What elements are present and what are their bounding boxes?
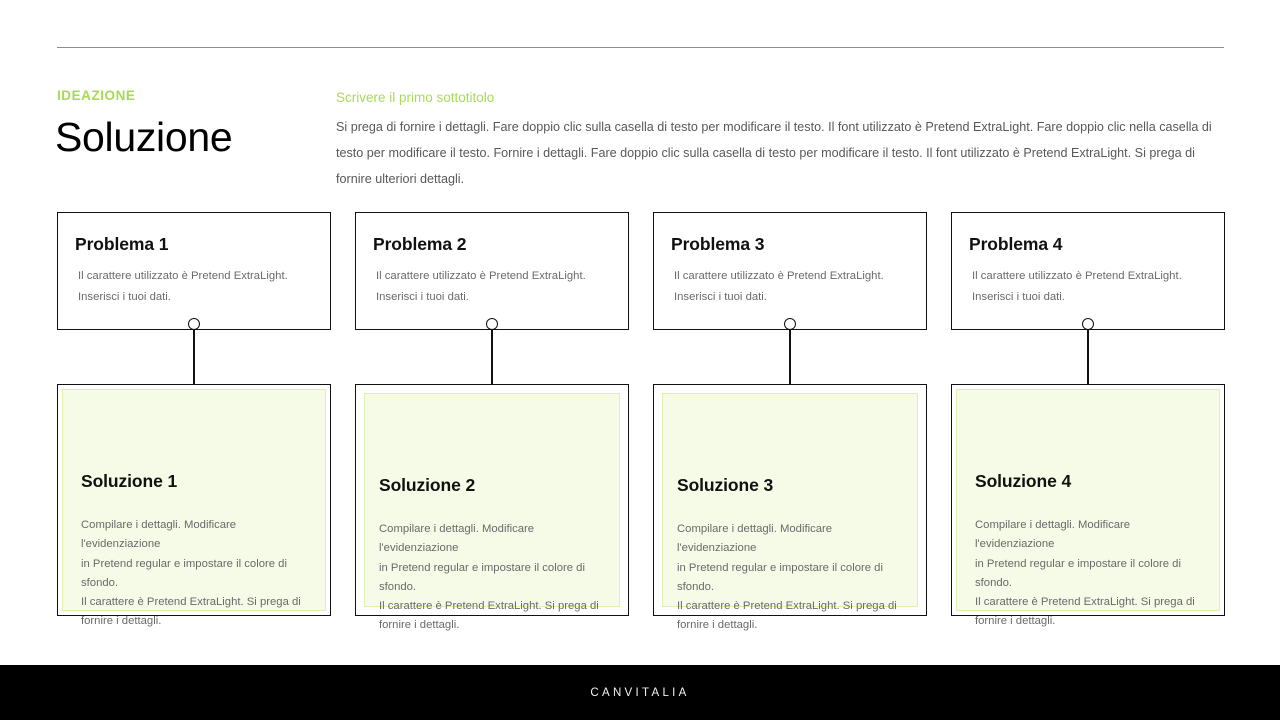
problem-body-line: Inserisci i tuoi dati. bbox=[972, 291, 1065, 303]
solution-card-4[interactable]: Soluzione 4 Compilare i dettagli. Modifi… bbox=[951, 384, 1225, 627]
solution-body-line: in Pretend regular e impostare il colore… bbox=[975, 557, 1181, 589]
problem-title-1: Problema 1 bbox=[75, 234, 169, 254]
solution-fill: Soluzione 2 Compilare i dettagli. Modifi… bbox=[364, 393, 620, 631]
solution-body-line: in Pretend regular e impostare il colore… bbox=[379, 561, 585, 593]
problem-body-line: Il carattere utilizzato è Pretend ExtraL… bbox=[674, 270, 884, 282]
problem-card-2[interactable]: Problema 2 Il carattere utilizzato è Pre… bbox=[355, 212, 629, 330]
column-2: Problema 2 Il carattere utilizzato è Pre… bbox=[355, 212, 629, 631]
solution-fill: Soluzione 3 Compilare i dettagli. Modifi… bbox=[662, 393, 918, 631]
connector-line bbox=[491, 321, 493, 411]
column-1: Problema 1 Il carattere utilizzato è Pre… bbox=[57, 212, 331, 627]
problem-solution-columns: Problema 1 Il carattere utilizzato è Pre… bbox=[57, 212, 1225, 631]
solution-body-4: Compilare i dettagli. Modificare l'evide… bbox=[975, 516, 1211, 632]
solution-title-4: Soluzione 4 bbox=[975, 471, 1072, 491]
connector-line bbox=[1087, 321, 1089, 411]
problem-body-1: Il carattere utilizzato è Pretend ExtraL… bbox=[78, 266, 322, 308]
solution-fill: Soluzione 1 Compilare i dettagli. Modifi… bbox=[62, 389, 326, 627]
solution-body-line: Il carattere è Pretend ExtraLight. Si pr… bbox=[379, 600, 599, 613]
problem-title-4: Problema 4 bbox=[969, 234, 1063, 254]
solution-body-line: fornire i dettagli. bbox=[81, 615, 162, 628]
problem-body-line: Inserisci i tuoi dati. bbox=[78, 291, 171, 303]
problem-card-4[interactable]: Problema 4 Il carattere utilizzato è Pre… bbox=[951, 212, 1225, 330]
problem-body-line: Inserisci i tuoi dati. bbox=[376, 291, 469, 303]
solution-body-line: Il carattere è Pretend ExtraLight. Si pr… bbox=[677, 600, 897, 613]
solution-body-line: Il carattere è Pretend ExtraLight. Si pr… bbox=[81, 596, 301, 609]
header-divider bbox=[57, 47, 1224, 48]
solution-card-1[interactable]: Soluzione 1 Compilare i dettagli. Modifi… bbox=[57, 384, 331, 627]
problem-body-3: Il carattere utilizzato è Pretend ExtraL… bbox=[674, 266, 918, 308]
column-3: Problema 3 Il carattere utilizzato è Pre… bbox=[653, 212, 927, 631]
solution-card-2[interactable]: Soluzione 2 Compilare i dettagli. Modifi… bbox=[355, 384, 629, 631]
problem-body-2: Il carattere utilizzato è Pretend ExtraL… bbox=[376, 266, 620, 308]
circle-node-icon bbox=[1082, 318, 1094, 330]
solution-body-line: fornire i dettagli. bbox=[677, 619, 758, 632]
solution-body-line: in Pretend regular e impostare il colore… bbox=[677, 561, 883, 593]
column-4: Problema 4 Il carattere utilizzato è Pre… bbox=[951, 212, 1225, 627]
solution-body-line: Compilare i dettagli. Modificare l'evide… bbox=[975, 519, 1131, 551]
page-footer: CANVITALIA bbox=[0, 665, 1280, 720]
solution-body-1: Compilare i dettagli. Modificare l'evide… bbox=[81, 516, 317, 632]
solution-body-line: Compilare i dettagli. Modificare l'evide… bbox=[677, 523, 833, 555]
solution-body-3: Compilare i dettagli. Modificare l'evide… bbox=[677, 520, 913, 636]
problem-body-line: Il carattere utilizzato è Pretend ExtraL… bbox=[972, 270, 1182, 282]
solution-body-line: Compilare i dettagli. Modificare l'evide… bbox=[379, 523, 535, 555]
circle-node-icon bbox=[486, 318, 498, 330]
section-subtitle: Scrivere il primo sottotitolo bbox=[336, 90, 495, 105]
problem-card-1[interactable]: Problema 1 Il carattere utilizzato è Pre… bbox=[57, 212, 331, 330]
intro-paragraph: Si prega di fornire i dettagli. Fare dop… bbox=[336, 120, 1212, 186]
solution-body-line: fornire i dettagli. bbox=[975, 615, 1056, 628]
solution-body-line: Il carattere è Pretend ExtraLight. Si pr… bbox=[975, 596, 1195, 609]
problem-title-2: Problema 2 bbox=[373, 234, 467, 254]
problem-card-3[interactable]: Problema 3 Il carattere utilizzato è Pre… bbox=[653, 212, 927, 330]
connector-line bbox=[789, 321, 791, 411]
connector-line bbox=[193, 321, 195, 411]
circle-node-icon bbox=[784, 318, 796, 330]
problem-body-line: Il carattere utilizzato è Pretend ExtraL… bbox=[78, 270, 288, 282]
solution-card-3[interactable]: Soluzione 3 Compilare i dettagli. Modifi… bbox=[653, 384, 927, 631]
solution-body-line: Compilare i dettagli. Modificare l'evide… bbox=[81, 519, 237, 551]
problem-body-line: Inserisci i tuoi dati. bbox=[674, 291, 767, 303]
problem-title-3: Problema 3 bbox=[671, 234, 765, 254]
solution-fill: Soluzione 4 Compilare i dettagli. Modifi… bbox=[956, 389, 1220, 627]
solution-title-2: Soluzione 2 bbox=[379, 475, 476, 495]
section-eyebrow: IDEAZIONE bbox=[57, 88, 136, 103]
circle-node-icon bbox=[188, 318, 200, 330]
solution-body-line: in Pretend regular e impostare il colore… bbox=[81, 557, 287, 589]
page-title: Soluzione bbox=[55, 114, 233, 160]
solution-title-3: Soluzione 3 bbox=[677, 475, 774, 495]
problem-body-4: Il carattere utilizzato è Pretend ExtraL… bbox=[972, 266, 1216, 308]
solution-body-2: Compilare i dettagli. Modificare l'evide… bbox=[379, 520, 615, 636]
solution-title-1: Soluzione 1 bbox=[81, 471, 178, 491]
solution-body-line: fornire i dettagli. bbox=[379, 619, 460, 632]
brand-wordmark: CANVITALIA bbox=[590, 686, 690, 699]
problem-body-line: Il carattere utilizzato è Pretend ExtraL… bbox=[376, 270, 586, 282]
